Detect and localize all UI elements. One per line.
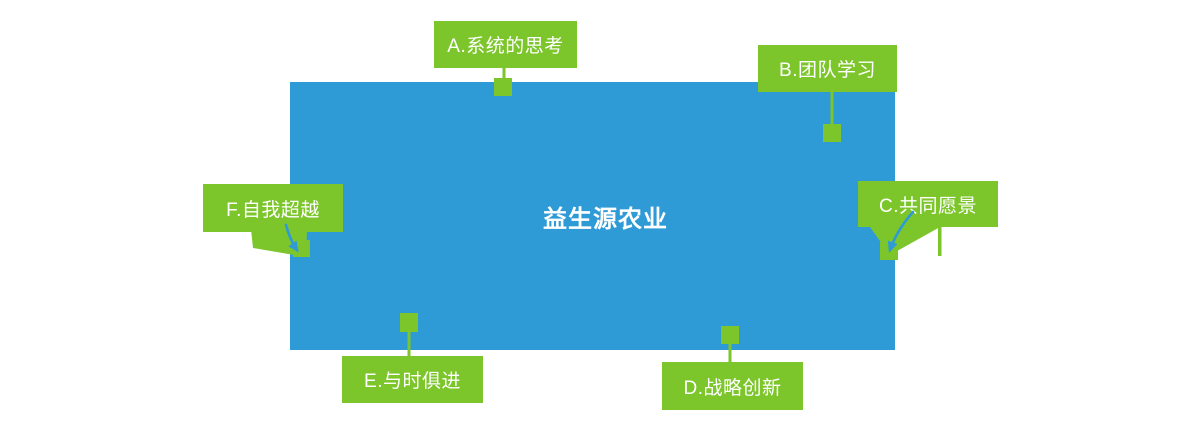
label-box-c[interactable]: C.共同愿景 [858, 181, 998, 227]
callout-tail-strip-c [938, 227, 942, 256]
anchor-marker-f[interactable] [293, 240, 310, 257]
anchor-marker-a[interactable] [494, 78, 512, 96]
anchor-marker-e[interactable] [400, 313, 418, 332]
label-box-a[interactable]: A.系统的思考 [434, 21, 577, 68]
central-rectangle [290, 82, 895, 350]
anchor-marker-c[interactable] [880, 242, 898, 260]
anchor-marker-b[interactable] [823, 124, 841, 142]
label-box-d[interactable]: D.战略创新 [662, 362, 803, 410]
label-box-b[interactable]: B.团队学习 [758, 45, 897, 92]
label-box-e[interactable]: E.与时俱进 [342, 356, 483, 403]
label-box-f[interactable]: F.自我超越 [203, 184, 343, 232]
anchor-marker-d[interactable] [721, 326, 739, 344]
